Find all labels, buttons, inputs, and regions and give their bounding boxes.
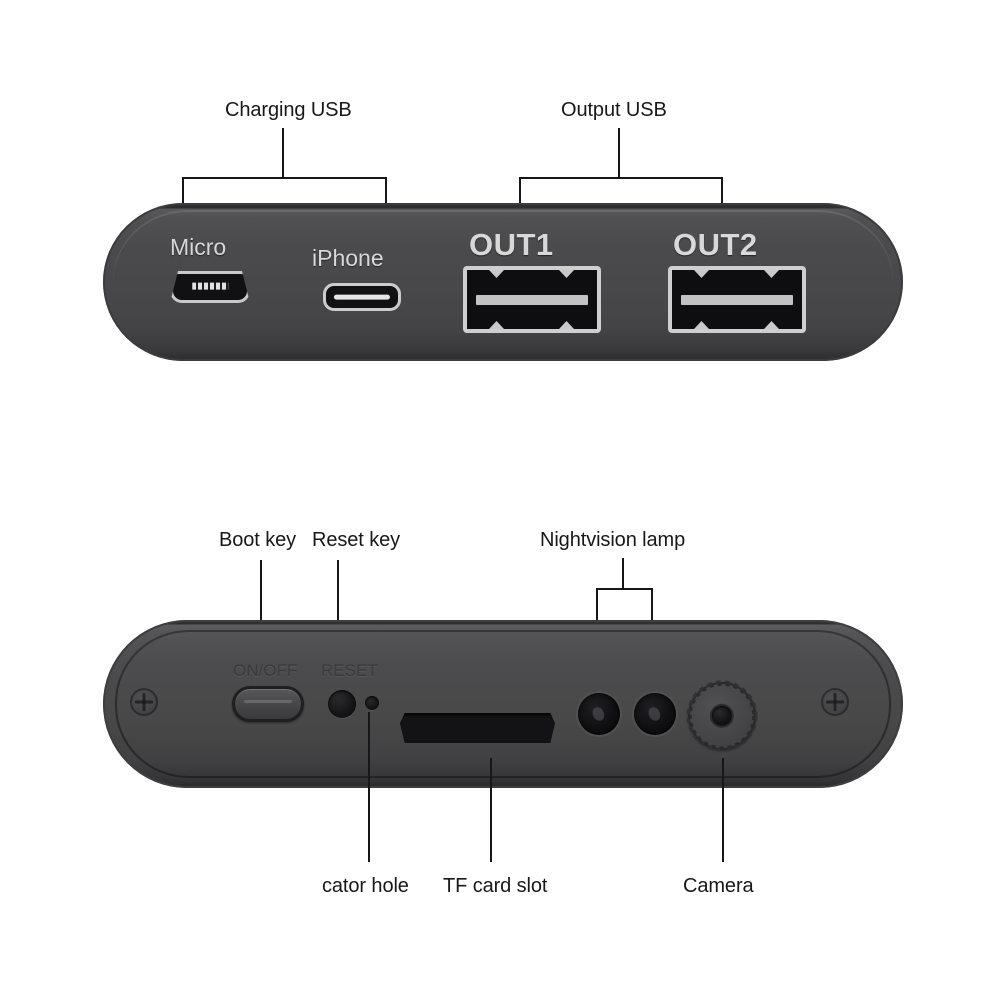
screw-left xyxy=(130,688,158,716)
power-bank-port-face: Micro iPhone OUT1 OUT2 xyxy=(103,203,903,361)
usb-a-tab-bottom-right-1 xyxy=(559,321,574,329)
callout-label-indicator-hole: cator hole xyxy=(322,875,409,897)
leader-stem-output-usb xyxy=(618,128,620,178)
leader-stem-camera xyxy=(722,758,724,862)
nightvision-lamp-1 xyxy=(578,693,620,735)
output-usb-2-port[interactable] xyxy=(668,266,806,333)
iphone-port-pin xyxy=(333,294,391,300)
leader-stem-boot-key xyxy=(260,560,262,660)
nightvision-lamp-2 xyxy=(634,693,676,735)
leader-bracket-nightvision-lamp xyxy=(596,588,653,590)
camera-aperture xyxy=(711,705,733,727)
camera-lens xyxy=(686,680,758,752)
usb-a-tab-top-left-2 xyxy=(694,270,709,278)
leader-stem-charging-usb xyxy=(282,128,284,178)
usb-a-tongue-2 xyxy=(681,294,793,305)
callout-label-reset-key: Reset key xyxy=(312,529,401,551)
callout-label-tf-card-slot: TF card slot xyxy=(443,875,548,897)
leader-bracket-charging-usb xyxy=(182,177,387,179)
molded-label-reset: RESET xyxy=(321,661,378,680)
power-bank-back-face: ON/OFF RESET xyxy=(103,620,903,788)
silkscreen-label-out2: OUT2 xyxy=(673,227,758,262)
reset-hole[interactable] xyxy=(328,690,356,718)
silkscreen-label-out1: OUT1 xyxy=(469,227,554,262)
iphone-port[interactable] xyxy=(323,283,401,311)
leader-stem-nightvision-lamp xyxy=(622,558,624,589)
indicator-hole xyxy=(365,696,379,710)
callout-label-output-usb: Output USB xyxy=(561,99,667,121)
screw-right xyxy=(821,688,849,716)
silkscreen-label-micro: Micro xyxy=(170,234,227,260)
micro-usb-port[interactable] xyxy=(170,271,250,303)
usb-a-tab-bottom-left-2 xyxy=(694,321,709,329)
silkscreen-label-iphone: iPhone xyxy=(312,245,384,271)
usb-a-tongue-1 xyxy=(476,294,588,305)
tf-card-slot[interactable] xyxy=(400,713,555,743)
usb-a-tab-bottom-left-1 xyxy=(489,321,504,329)
leader-stem-tf-card-slot xyxy=(490,758,492,862)
molded-label-onoff: ON/OFF xyxy=(233,661,298,680)
usb-a-tab-top-left-1 xyxy=(489,270,504,278)
output-usb-1-port[interactable] xyxy=(463,266,601,333)
callout-label-boot-key: Boot key xyxy=(219,529,297,551)
usb-a-tab-top-right-2 xyxy=(764,270,779,278)
leader-stem-reset-key xyxy=(337,560,339,660)
power-button[interactable] xyxy=(232,686,304,722)
usb-a-tab-top-right-1 xyxy=(559,270,574,278)
callout-label-nightvision-lamp: Nightvision lamp xyxy=(540,529,686,551)
usb-a-tab-bottom-right-2 xyxy=(764,321,779,329)
callout-label-camera: Camera xyxy=(683,875,754,897)
leader-stem-indicator-hole xyxy=(368,712,370,862)
micro-usb-pins xyxy=(192,282,228,290)
callout-label-charging-usb: Charging USB xyxy=(225,99,352,121)
leader-bracket-output-usb xyxy=(519,177,723,179)
camera-bezel-knurl-icon xyxy=(686,680,758,752)
